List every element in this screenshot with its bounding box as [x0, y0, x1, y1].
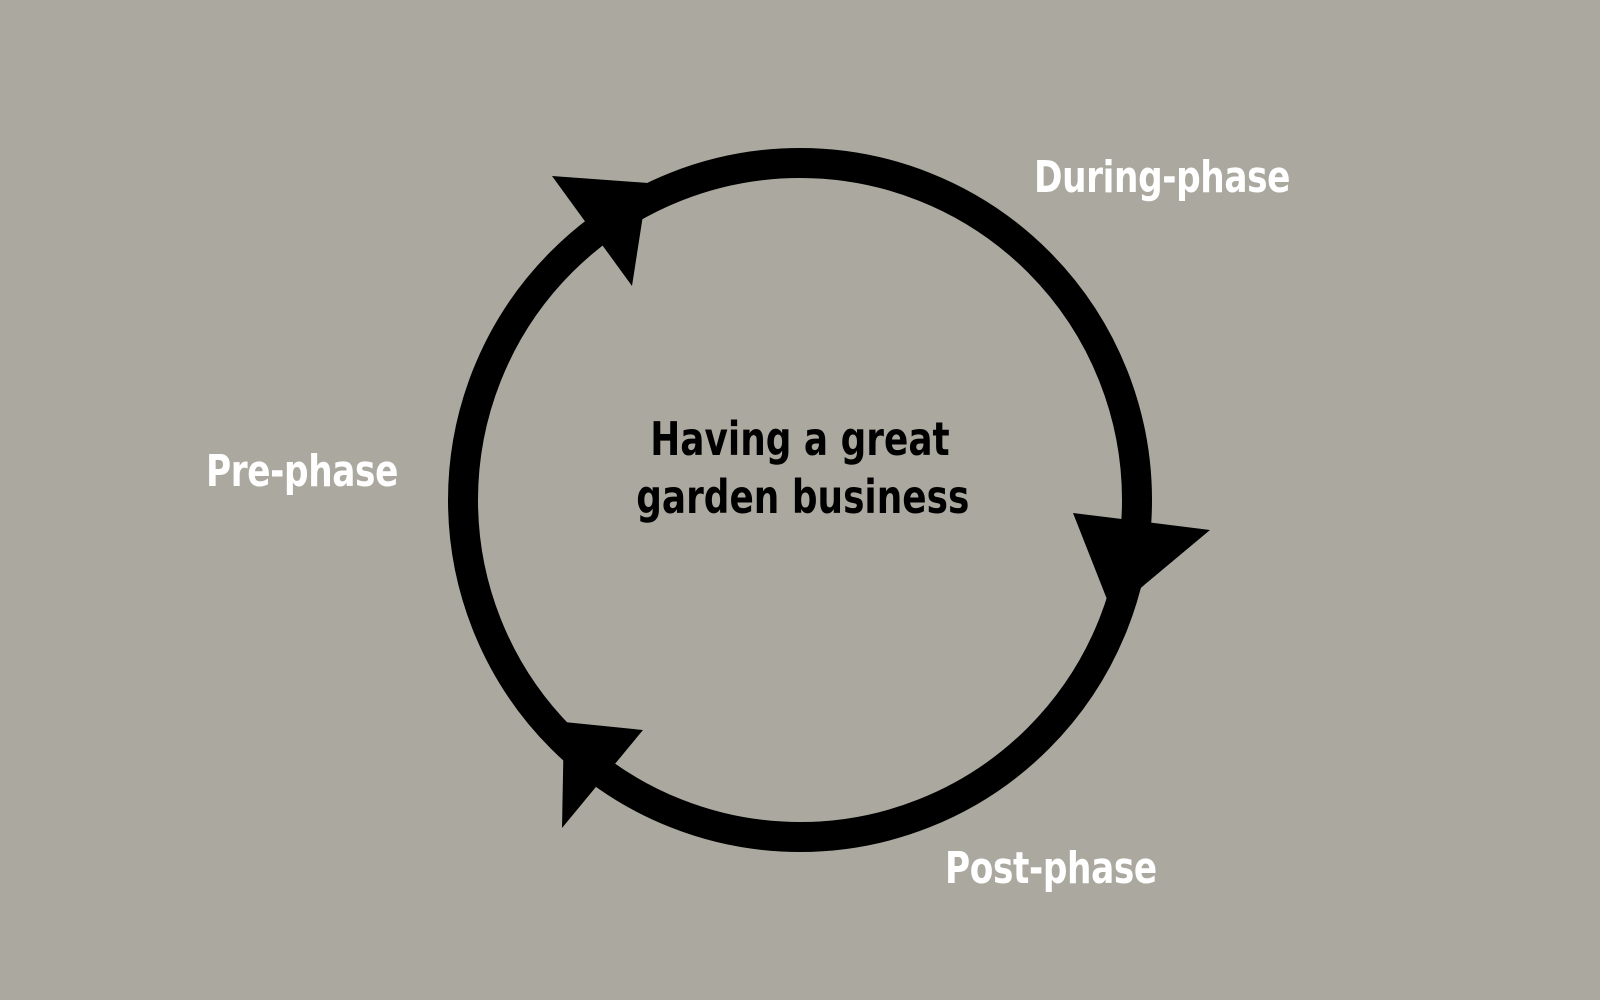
center-title-line-2: garden business — [636, 470, 970, 524]
arrowhead-right-icon — [1073, 513, 1210, 612]
cycle-ring — [448, 148, 1152, 852]
center-title-line-1: Having a great — [650, 412, 950, 466]
pre-phase-label: Pre-phase — [206, 446, 398, 497]
arrowhead-top-left-icon — [552, 176, 648, 286]
arrowhead-bottom-left-icon — [562, 722, 643, 828]
during-phase-label: During-phase — [1034, 152, 1291, 203]
center-title: Having a great garden business — [636, 410, 970, 526]
post-phase-label: Post-phase — [945, 843, 1157, 894]
